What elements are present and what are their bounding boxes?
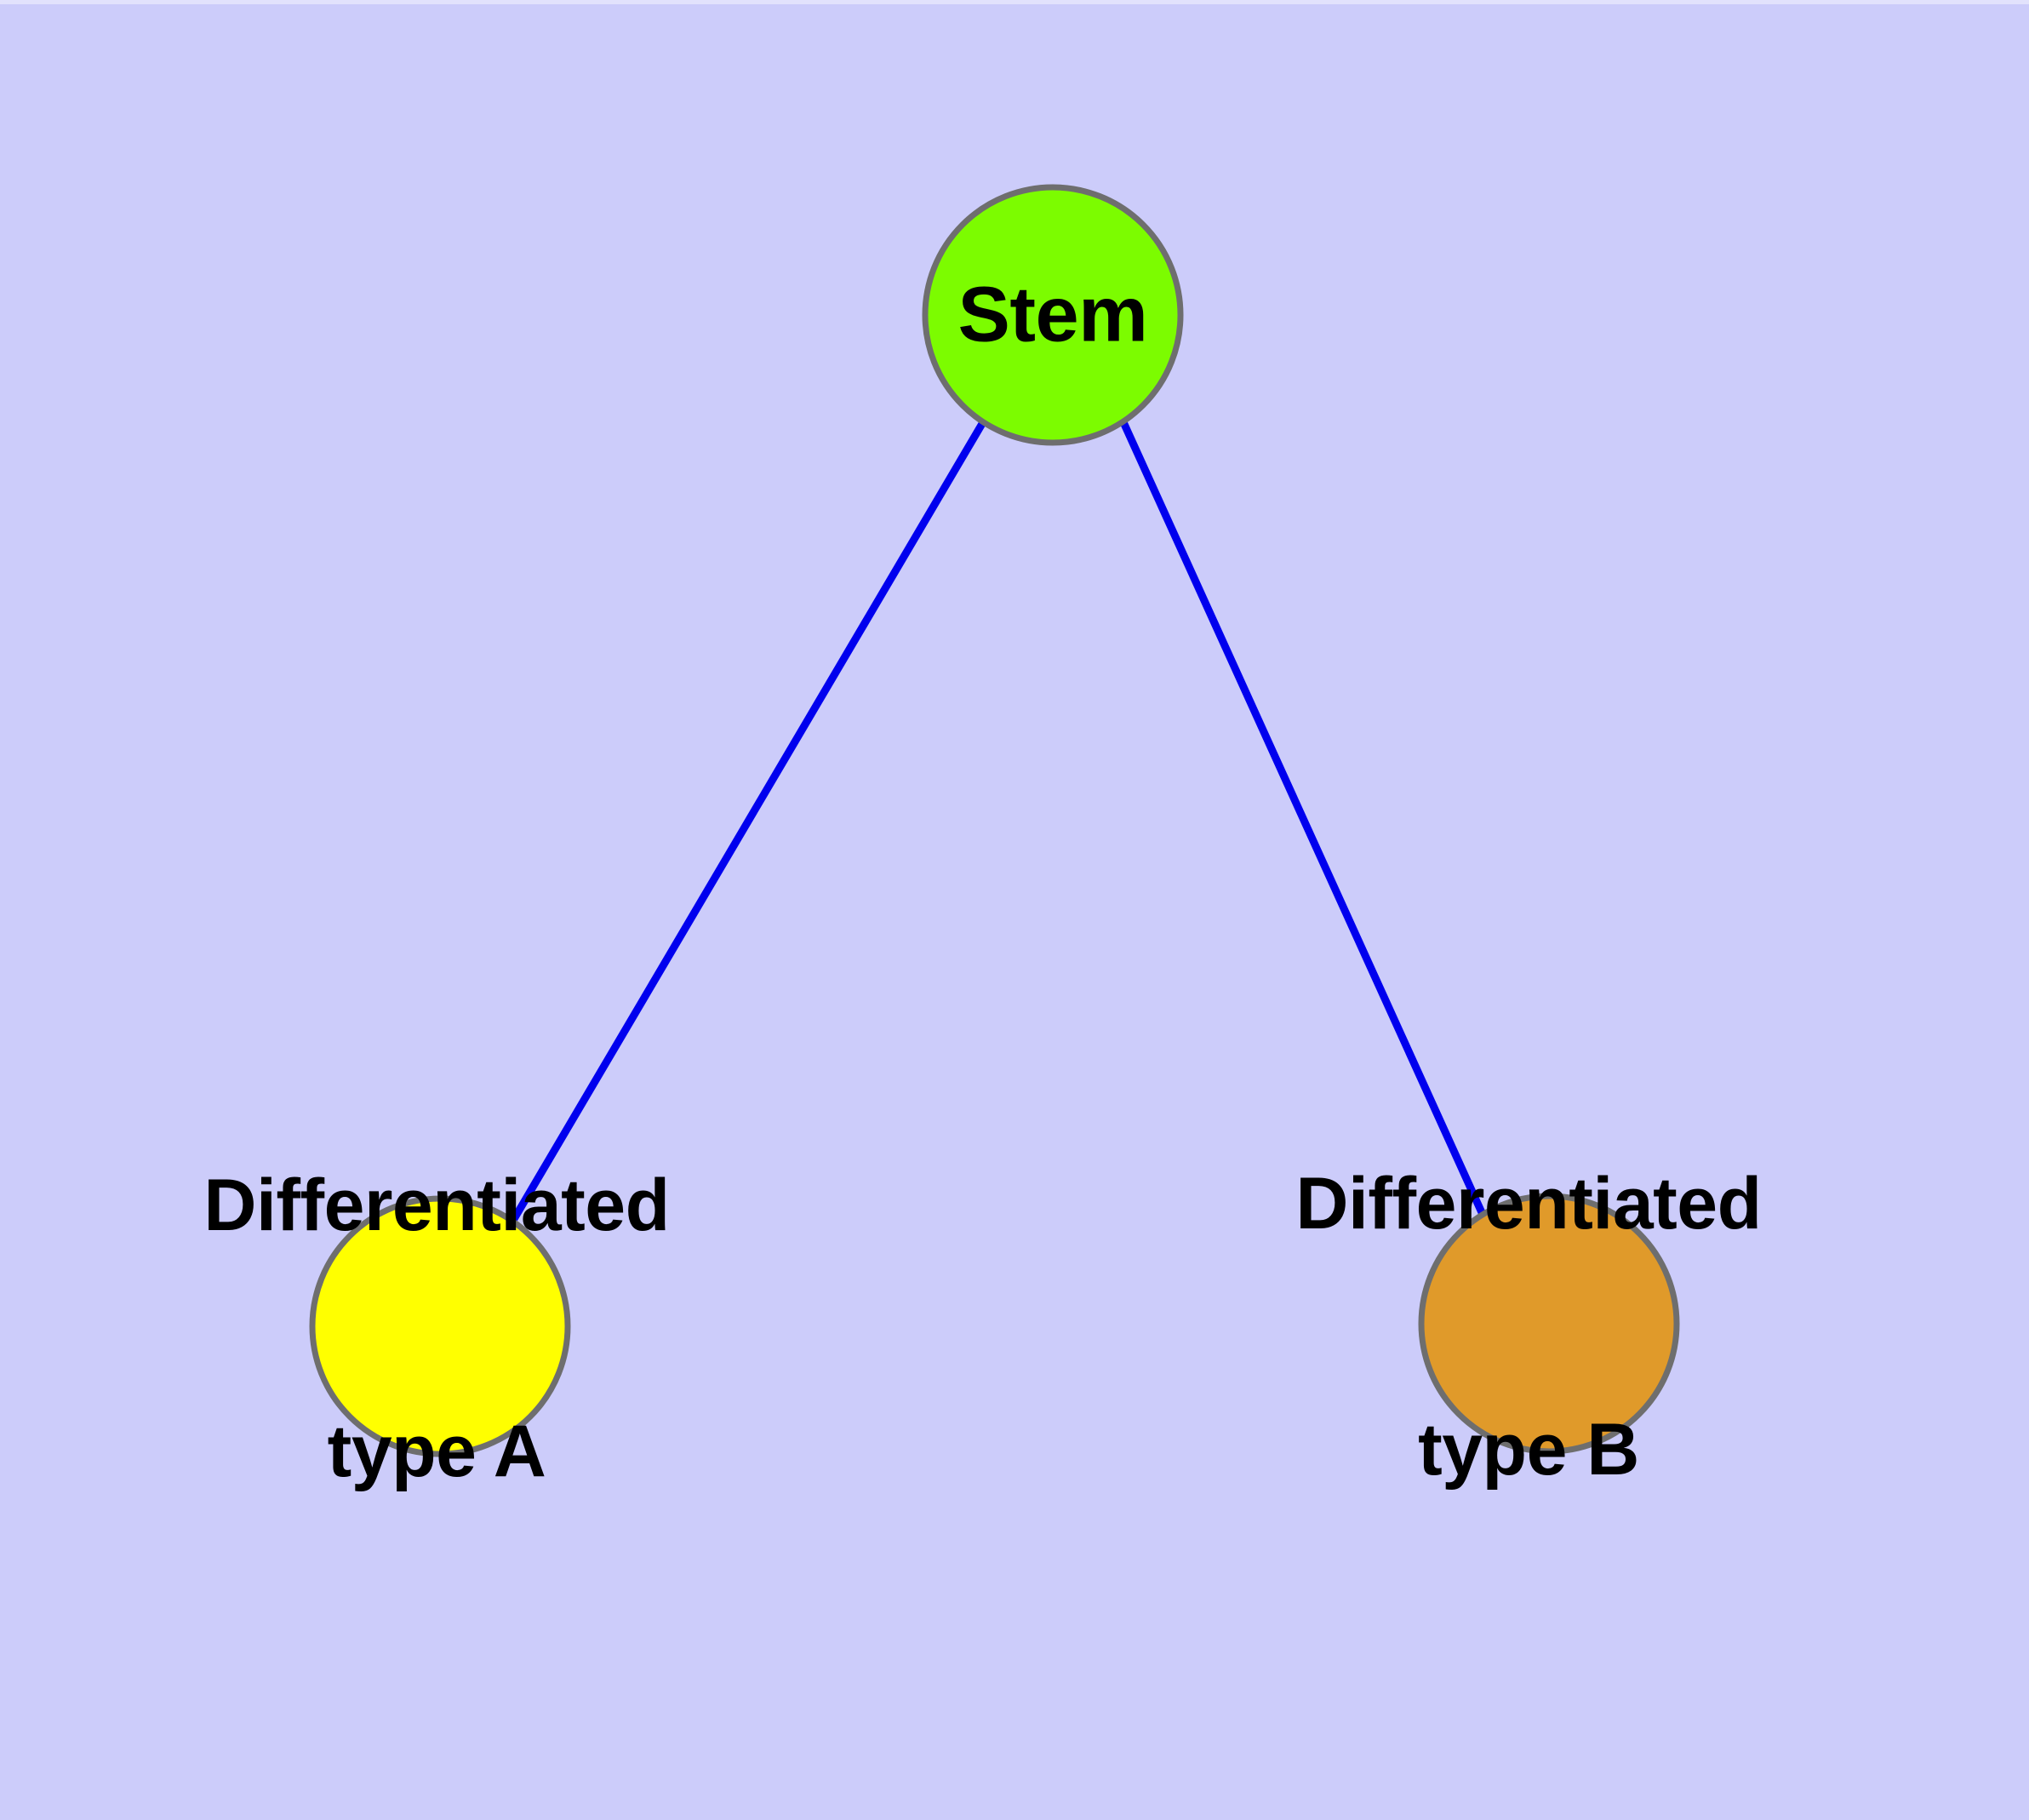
node-circle-type-a[interactable]: [309, 1195, 571, 1457]
node-circle-type-b[interactable]: [1418, 1193, 1680, 1455]
edge-stem-to-type-a[interactable]: [508, 420, 986, 1226]
edge-stem-to-type-b[interactable]: [1119, 421, 1489, 1220]
top-margin-strip: [0, 0, 2029, 4]
node-circle-stem[interactable]: [922, 184, 1184, 446]
